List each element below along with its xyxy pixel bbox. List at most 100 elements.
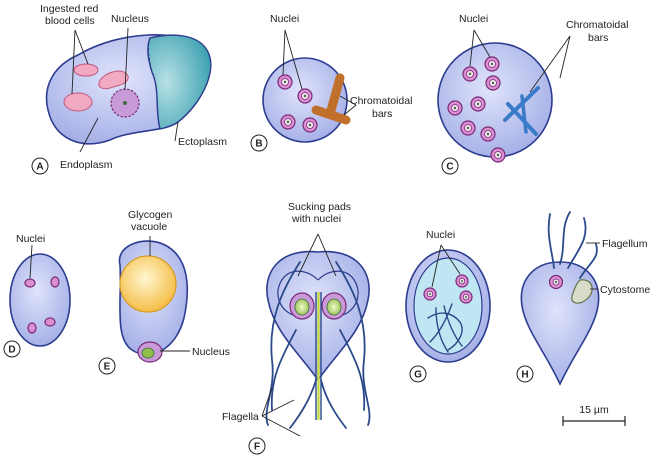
label-nuclei-b: Nuclei bbox=[270, 13, 299, 25]
badge-e-text: E bbox=[104, 362, 111, 373]
label-endoplasm: Endoplasm bbox=[60, 159, 113, 171]
flagellum-h-3 bbox=[567, 217, 587, 269]
flagellum-h-4 bbox=[579, 243, 598, 279]
cyst-d-body bbox=[9, 253, 71, 347]
badge-d bbox=[3, 340, 21, 358]
leader-nucleus-a bbox=[124, 27, 129, 91]
flagellum-h-1 bbox=[547, 213, 555, 269]
rbc-1 bbox=[73, 63, 99, 77]
label-flagella: Flagella bbox=[222, 411, 259, 423]
pad-karyosome-right bbox=[326, 298, 342, 316]
leader-bars-b bbox=[339, 95, 357, 116]
nucleus-b-4 bbox=[302, 117, 318, 133]
badge-b bbox=[250, 134, 268, 152]
label-nuclei-c: Nuclei bbox=[459, 13, 488, 25]
label-nucleus-a: Nucleus bbox=[111, 13, 149, 25]
badge-h-text: H bbox=[521, 370, 528, 381]
panel-g: Nuclei G bbox=[405, 229, 491, 383]
panel-a: Ingested red blood cells Nucleus Endopla… bbox=[31, 3, 227, 175]
badge-f bbox=[248, 437, 266, 455]
pad-karyosome-left bbox=[294, 298, 310, 316]
flagellum-f-4 bbox=[339, 329, 366, 411]
nuclei-g bbox=[423, 274, 473, 304]
rbc-3 bbox=[63, 92, 93, 112]
label-ectoplasm: Ectoplasm bbox=[178, 136, 227, 148]
ectoplasm bbox=[147, 34, 212, 130]
cyst-g-inner bbox=[413, 257, 483, 355]
panel-c: Nuclei Chromatoidal bars C bbox=[437, 13, 628, 175]
nuclei-c bbox=[447, 56, 506, 163]
nucleus-b-3 bbox=[280, 114, 296, 130]
scale-bar: 15 µm bbox=[562, 404, 626, 426]
flagellum-f-5 bbox=[289, 379, 317, 429]
flagellum-f-6 bbox=[320, 379, 347, 429]
badge-b-text: B bbox=[255, 139, 262, 150]
glycogen-vacuole bbox=[119, 255, 177, 313]
label-pads-1: Sucking pads bbox=[288, 201, 351, 213]
label-ingested-2: blood cells bbox=[45, 15, 95, 27]
leader-ectoplasm bbox=[174, 121, 179, 142]
label-cytostome: Cytostome bbox=[600, 284, 650, 296]
label-nucleus-e: Nucleus bbox=[192, 346, 230, 358]
panel-b: Nuclei Chromatoidal bars B bbox=[250, 13, 412, 152]
badge-a-text: A bbox=[36, 162, 43, 173]
nucleus-h bbox=[548, 274, 564, 290]
label-pads-2: with nuclei bbox=[291, 213, 341, 225]
chromatoidal-bar-c-2 bbox=[506, 102, 538, 136]
nucleus-d-1 bbox=[24, 278, 36, 288]
label-ingested-1: Ingested red bbox=[40, 3, 99, 15]
nucleus-d-2 bbox=[50, 276, 60, 288]
nucleus-b-2 bbox=[297, 88, 313, 104]
leader-endoplasm bbox=[79, 117, 99, 153]
chromatoidal-bar-c-3 bbox=[520, 94, 528, 134]
label-nuclei-d: Nuclei bbox=[16, 233, 45, 245]
flagellum-f-3 bbox=[270, 329, 297, 411]
panel-d: Nuclei D bbox=[3, 233, 71, 358]
leader-nuclei-d bbox=[29, 244, 33, 279]
cytostome bbox=[571, 279, 593, 304]
flagellum-f-2 bbox=[335, 261, 371, 426]
cyst-g-fibril-1 bbox=[427, 312, 463, 351]
badge-e bbox=[98, 357, 116, 375]
leader-nuclei-g bbox=[431, 244, 461, 288]
cyst-g-fibril-4 bbox=[429, 303, 453, 343]
nucleus-d-3 bbox=[27, 322, 37, 334]
scale-bar-label: 15 µm bbox=[579, 404, 609, 416]
nucleus-b-1 bbox=[277, 74, 293, 90]
cyst-g-fibril-3 bbox=[443, 305, 463, 347]
badge-a bbox=[31, 157, 49, 175]
leader-nuclei-b bbox=[282, 29, 303, 90]
karyosome-a bbox=[123, 101, 127, 105]
flagellum-h-2 bbox=[559, 211, 571, 265]
leader-pads bbox=[297, 233, 337, 277]
panel-e: Glycogen vacuole Nucleus E bbox=[98, 209, 230, 375]
leader-flagella bbox=[261, 387, 301, 437]
label-bars-b-1: Chromatoidal bbox=[350, 95, 412, 107]
badge-g bbox=[409, 365, 427, 383]
leader-nuclei-c bbox=[469, 29, 491, 67]
panel-f: Sucking pads with nuclei Flagella F bbox=[222, 201, 371, 455]
flagellum-f-1 bbox=[265, 261, 301, 426]
badge-c-text: C bbox=[446, 162, 453, 173]
badge-g-text: G bbox=[414, 370, 422, 381]
label-vacuole-1: Glycogen bbox=[128, 209, 173, 221]
rbc-2 bbox=[98, 70, 129, 90]
ectoplasm-boundary bbox=[147, 37, 161, 130]
karyosome-e bbox=[141, 347, 155, 359]
label-bars-c-2: bars bbox=[588, 32, 608, 44]
badge-c bbox=[441, 157, 459, 175]
leader-bars-c bbox=[529, 35, 571, 93]
badge-f-text: F bbox=[254, 442, 260, 453]
chromatoidal-bar-b-2 bbox=[325, 73, 345, 119]
nucleus-d-4 bbox=[44, 317, 56, 327]
label-vacuole-2: vacuole bbox=[131, 221, 167, 233]
label-flagellum: Flagellum bbox=[602, 238, 648, 250]
badge-h bbox=[516, 365, 534, 383]
badge-d-text: D bbox=[8, 345, 15, 356]
label-bars-c-1: Chromatoidal bbox=[566, 19, 628, 31]
label-bars-b-2: bars bbox=[372, 108, 392, 120]
label-nuclei-g: Nuclei bbox=[426, 229, 455, 241]
panel-h: Flagellum Cytostome H bbox=[516, 211, 650, 386]
